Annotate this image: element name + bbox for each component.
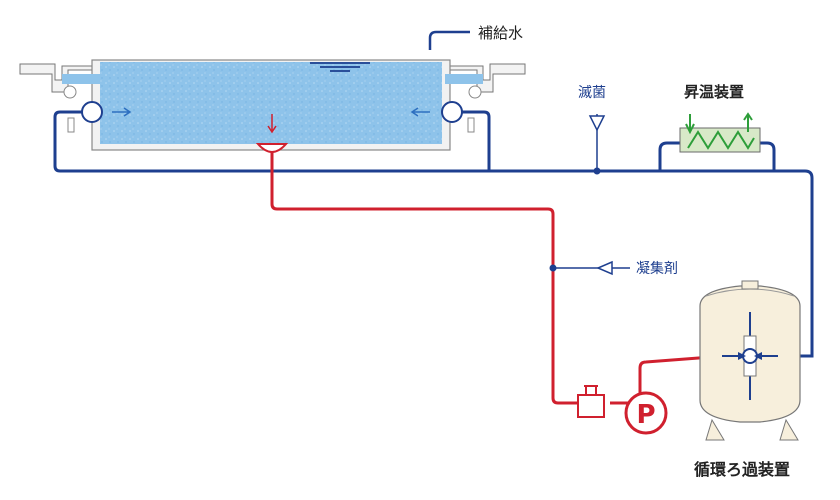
right-gutter-water [445, 74, 483, 84]
main-drain [255, 143, 289, 153]
pump: P [624, 391, 668, 435]
label-filtration: 循環ろ過装置 [694, 460, 790, 479]
pool [19, 59, 526, 151]
pump-symbol: P [636, 400, 655, 430]
sterilization-arrow-icon [588, 115, 606, 132]
sterilization-junction [593, 167, 601, 175]
coagulant-arrow-icon [596, 260, 613, 276]
label-coagulant: 凝集剤 [636, 260, 678, 277]
heater-out-arrow-icon [743, 112, 753, 132]
drain-arrow-icon [267, 114, 277, 134]
heater-coil-icon [687, 130, 755, 150]
coagulant-injection [549, 260, 630, 276]
pool-fittings [63, 85, 482, 133]
left-gutter-water [62, 74, 100, 84]
heater-unit [679, 112, 761, 153]
main-return-pipe [600, 169, 814, 358]
left-inlet-arrow-icon [112, 107, 132, 117]
left-return-pipe [53, 110, 600, 173]
water-surface-ripple [310, 62, 370, 72]
right-return-pipe [455, 110, 491, 171]
right-inlet-arrow-icon [410, 107, 430, 117]
makeup-water-line [428, 30, 470, 50]
label-heater: 昇温装置 [684, 83, 744, 101]
hair-strainer [577, 385, 605, 418]
filtration-tank [699, 280, 801, 441]
label-sterilization: 滅菌 [578, 85, 606, 101]
heater-in-arrow-icon [685, 114, 695, 135]
label-makeup-water: 補給水 [478, 24, 523, 42]
